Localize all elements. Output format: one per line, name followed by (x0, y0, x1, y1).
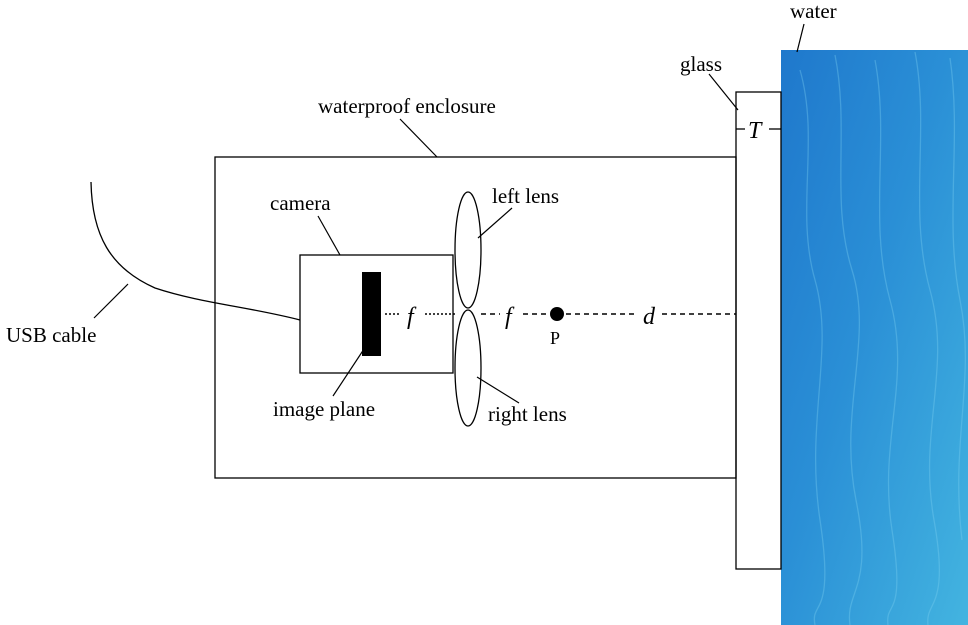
left-lens-leader (477, 207, 513, 239)
camera-label: camera (270, 191, 331, 215)
glass-thickness-symbol: T (748, 118, 763, 144)
glass-pane (735, 91, 782, 570)
water-region (781, 50, 968, 625)
focal-length-1: f (407, 304, 417, 330)
usb-cable (90, 181, 301, 321)
waterproof-enclosure (214, 156, 737, 479)
left-lens-label: left lens (492, 184, 559, 208)
image-plane-leader (332, 345, 367, 397)
water-ripples (799, 51, 967, 625)
left-lens (454, 191, 482, 309)
right-lens (454, 309, 482, 427)
point-p-label: P (550, 328, 560, 348)
camera-leader (317, 215, 341, 256)
image-plane-sensor (362, 272, 381, 356)
point-p (550, 307, 564, 321)
distance-d: d (643, 304, 656, 330)
focal-length-2: f (505, 304, 515, 330)
glass-leader (708, 73, 739, 111)
right-lens-leader (476, 376, 520, 404)
right-lens-label: right lens (488, 402, 567, 426)
glass-label: glass (680, 52, 722, 76)
enclosure-leader (399, 118, 438, 158)
enclosure-label: waterproof enclosure (318, 94, 496, 118)
usb-cable-label: USB cable (6, 323, 96, 347)
water-label: water (790, 0, 837, 23)
image-plane-label: image plane (273, 397, 375, 421)
water-leader (796, 23, 805, 53)
usb-cable-leader (93, 283, 129, 319)
